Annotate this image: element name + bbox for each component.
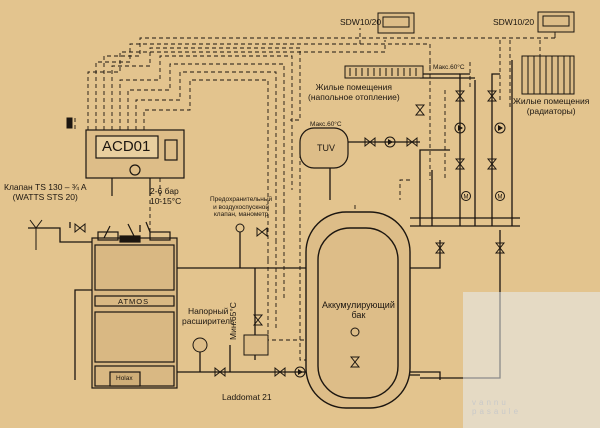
thermostat-right-label: SDW10/20 [493, 17, 535, 27]
boiler-brand-label: ATMOS [118, 297, 150, 306]
max-temp-top-label: Макс.60°C [433, 64, 465, 71]
safety-valve-label: Предохранительный и воздухоспускной клап… [210, 196, 273, 218]
laddomat-label: Laddomat 21 [222, 392, 272, 402]
floor-heating-unit [344, 65, 424, 79]
watermark-overlay [463, 292, 600, 428]
watermark-text: vannu pasaule [472, 398, 522, 416]
controller-label: ACD01 [102, 138, 151, 155]
thermostat-left-label: SDW10/20 [340, 17, 382, 27]
min-temp-label: Мин.65°C [228, 302, 238, 340]
radiator [521, 55, 575, 95]
pressure-label: 2-6 бар 10-15°C [150, 186, 182, 206]
accumulator-label: Аккумулирующий бак [322, 300, 395, 320]
floor-heating-label: Жилые помещения (напольное отопление) [308, 82, 400, 102]
mixing-valves [461, 191, 505, 201]
max-temp-tuv-label: Макс.60°C [310, 121, 342, 128]
accumulator-tank [305, 211, 411, 409]
thermostat-right-box [537, 11, 575, 33]
thermostat-left-box [377, 12, 415, 34]
expansion-tank-label: Напорный расширитель [182, 306, 235, 326]
inlet-symbol [29, 219, 43, 250]
tuv-label: TUV [317, 143, 335, 153]
sensor-marks [66, 117, 360, 356]
controller-box [85, 129, 185, 196]
boiler-badge-label: Holax [116, 375, 133, 382]
tuv-tank [299, 127, 349, 169]
boiler [91, 221, 178, 389]
valve-ts-label: Клапан TS 130 – ¾ A (WATTS STS 20) [4, 182, 87, 202]
radiators-label: Жилые помещения (радиаторы) [513, 96, 590, 116]
